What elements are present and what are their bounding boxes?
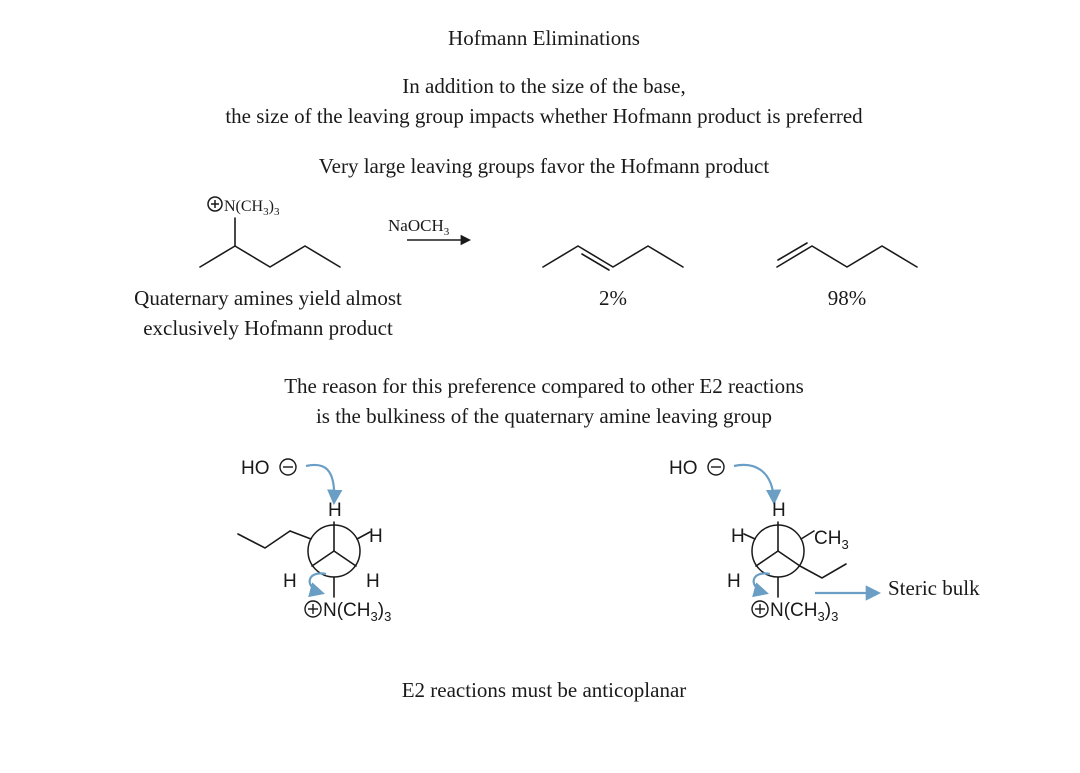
newman-right-front-top-h: H xyxy=(772,500,786,521)
curved-arrow-electrons-right xyxy=(752,572,771,598)
steric-bulk-label: Steric bulk xyxy=(888,576,980,600)
product-internal-alkene xyxy=(542,245,684,271)
newman-left-back-right-h: H xyxy=(369,526,383,547)
footer-text: E2 reactions must be anticoplanar xyxy=(402,678,687,702)
curved-arrow-electrons-left xyxy=(308,572,327,598)
curved-arrow-base-left xyxy=(305,463,343,506)
leaving-group-right: N(CH3)3 xyxy=(770,600,838,624)
newman-left-front-top-h: H xyxy=(328,500,342,521)
leaving-group-left: N(CH3)3 xyxy=(323,600,391,624)
positive-charge-icon xyxy=(304,600,322,618)
reactant-molecule: N(CH3)3 xyxy=(199,196,341,268)
negative-charge-icon xyxy=(279,458,297,476)
product-internal-percent: 2% xyxy=(599,286,627,310)
reactant-substituent: N(CH3)3 xyxy=(224,198,280,218)
positive-charge-icon xyxy=(751,600,769,618)
intro-line-2: the size of the leaving group impacts wh… xyxy=(225,104,863,128)
newman-right-methyl: CH3 xyxy=(814,528,849,552)
claim-text: Very large leaving groups favor the Hofm… xyxy=(319,154,770,178)
negative-charge-icon xyxy=(707,458,725,476)
newman-right-back-left-h: H xyxy=(731,526,745,547)
base-label-left: HO xyxy=(241,458,270,479)
reactant-caption-line-2: exclusively Hofmann product xyxy=(143,316,393,340)
reason-line-2: is the bulkiness of the quaternary amine… xyxy=(316,404,772,428)
newman-right-front-left-h: H xyxy=(727,571,741,592)
newman-projection-left: HO H H H H N(CH3)3 xyxy=(237,458,391,624)
positive-charge-icon xyxy=(207,196,223,212)
newman-left-front-left-h: H xyxy=(283,571,297,592)
reactant-caption-line-1: Quaternary amines yield almost xyxy=(134,286,402,310)
reagent-label: NaOCH3 xyxy=(388,216,450,238)
newman-left-front-right-h: H xyxy=(366,571,380,592)
curved-arrow-base-right xyxy=(733,463,782,506)
product-terminal-alkene xyxy=(776,242,918,268)
product-terminal-percent: 98% xyxy=(828,286,867,310)
intro-line-1: In addition to the size of the base, xyxy=(402,74,685,98)
page-title: Hofmann Eliminations xyxy=(448,26,640,50)
newman-projection-right: HO H H CH3 H N(CH3)3 S xyxy=(669,458,980,624)
reaction-arrow: NaOCH3 xyxy=(388,216,472,246)
base-label-right: HO xyxy=(669,458,698,479)
reason-line-1: The reason for this preference compared … xyxy=(284,374,804,398)
